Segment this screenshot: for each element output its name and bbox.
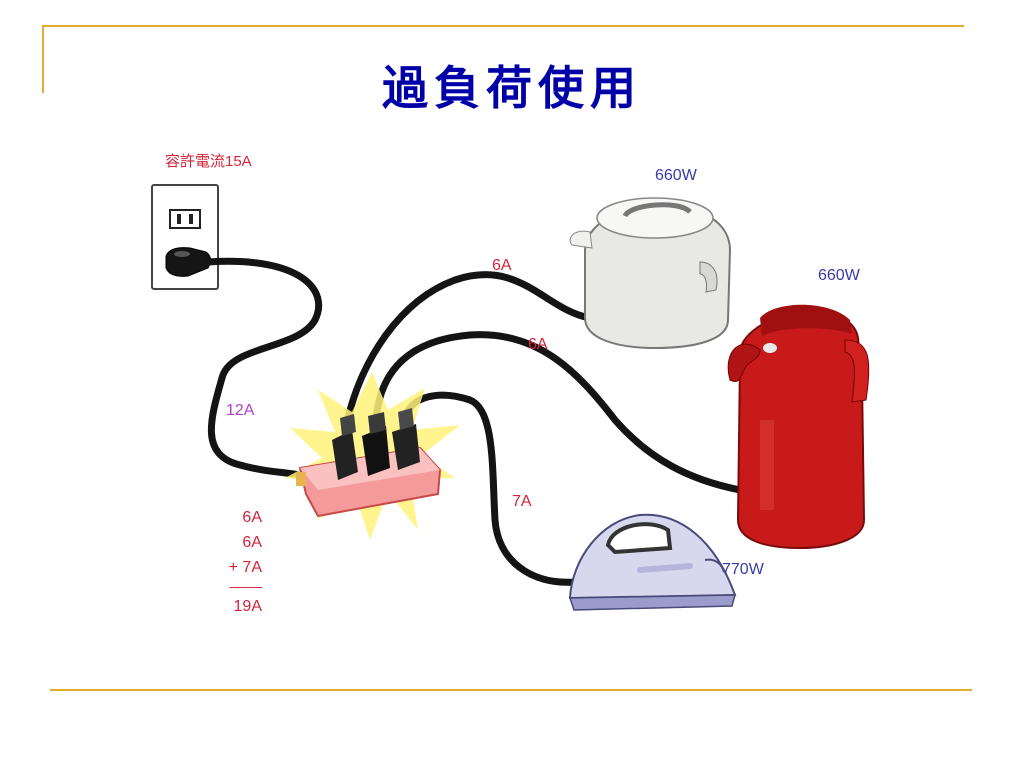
iron-wattage-label: 770W bbox=[722, 561, 764, 578]
air-pot bbox=[727, 304, 870, 550]
air-pot-current-label: 6A bbox=[528, 336, 548, 353]
air-pot-wattage-label: 660W bbox=[818, 267, 860, 284]
top-rule bbox=[42, 25, 964, 27]
calc-separator: ---------- bbox=[228, 580, 262, 594]
calc-total: 19A bbox=[233, 598, 262, 615]
bottom-rule bbox=[50, 689, 972, 691]
rice-cooker bbox=[569, 197, 732, 350]
left-rule bbox=[42, 25, 44, 93]
calc-line-1: 6A bbox=[242, 509, 262, 526]
cord-rice-cooker bbox=[344, 271, 594, 422]
iron-current-label: 7A bbox=[512, 493, 532, 510]
strip-plugs bbox=[332, 408, 420, 480]
rice-cooker-current-label: 6A bbox=[492, 257, 512, 274]
cord-iron bbox=[400, 391, 579, 586]
rice-cooker-wattage-label: 660W bbox=[655, 167, 697, 184]
slide-title: 過負荷使用 bbox=[382, 61, 642, 115]
main-cord-current-label: 12A bbox=[226, 402, 255, 419]
current-sum-calculation: 6A 6A + 7A ---------- 19A bbox=[172, 505, 262, 619]
outlet-rated-current-label: 容許電流15A bbox=[165, 153, 252, 170]
iron bbox=[568, 513, 737, 611]
main-cord bbox=[204, 257, 323, 479]
calc-line-2: 6A bbox=[242, 534, 262, 551]
cord-air-pot bbox=[372, 331, 744, 494]
calc-line-3: + 7A bbox=[228, 559, 262, 576]
